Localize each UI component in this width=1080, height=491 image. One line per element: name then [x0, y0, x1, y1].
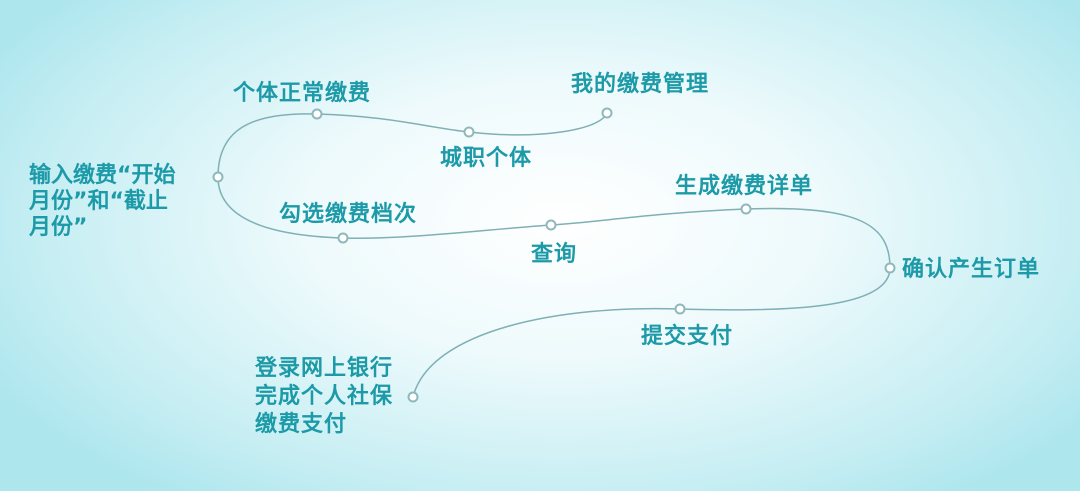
step-bank-line2: 完成个人社保 — [255, 384, 394, 409]
step-submit-payment: 提交支付 — [641, 324, 734, 349]
node-select-tier — [337, 232, 349, 244]
step-normal-payment: 个体正常缴费 — [233, 81, 372, 106]
node-query — [545, 219, 557, 231]
step-my-payment: 我的缴费管理 — [571, 72, 710, 97]
step-query: 查询 — [531, 242, 578, 267]
step-confirm-order: 确认产生订单 — [902, 257, 1041, 282]
step-input-line3: 月份” — [29, 215, 88, 240]
step-generate-detail: 生成缴费详单 — [675, 174, 814, 199]
step-input-line2: 月份”和“截止 — [29, 189, 168, 214]
node-normal-payment — [311, 108, 323, 120]
step-bank-line3: 缴费支付 — [255, 412, 348, 437]
step-input-months: 输入缴费“开始 月份”和“截止 月份” — [29, 163, 175, 241]
node-urban-individual — [463, 126, 475, 138]
node-confirm-order — [884, 262, 896, 274]
node-generate-detail — [740, 203, 752, 215]
flow-curve — [217, 112, 891, 398]
node-input-months — [212, 171, 224, 183]
step-select-tier: 勾选缴费档次 — [279, 202, 418, 227]
node-submit-payment — [674, 303, 686, 315]
step-bank-line1: 登录网上银行 — [255, 356, 394, 381]
step-input-line1: 输入缴费“开始 — [29, 163, 176, 188]
step-urban-individual: 城职个体 — [440, 146, 533, 171]
node-my-payment — [601, 107, 613, 119]
step-bank-login: 登录网上银行 完成个人社保 缴费支付 — [255, 355, 393, 439]
node-bank-login — [407, 391, 419, 403]
